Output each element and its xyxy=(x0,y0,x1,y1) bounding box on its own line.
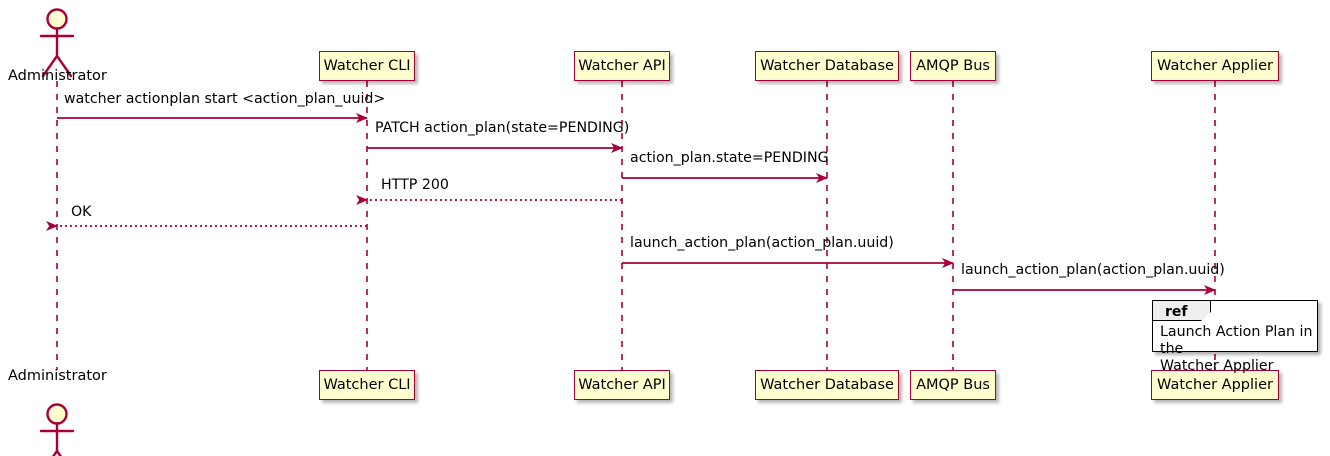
message-label-2: PATCH action_plan(state=PENDING) xyxy=(375,120,630,136)
message-label-3: action_plan.state=PENDING xyxy=(630,150,829,166)
message-label-7: launch_action_plan(action_plan.uuid) xyxy=(961,262,1225,278)
participant-watcher-applier-top[interactable]: Watcher Applier xyxy=(1151,51,1279,81)
actor-label-administrator-bottom: Administrator xyxy=(8,368,107,384)
participant-watcher-database-bottom[interactable]: Watcher Database xyxy=(755,370,899,400)
participant-watcher-api-top[interactable]: Watcher API xyxy=(574,51,670,81)
ref-fragment: ref Launch Action Plan in the Watcher Ap… xyxy=(1152,300,1318,374)
participant-watcher-cli-bottom[interactable]: Watcher CLI xyxy=(319,370,415,400)
message-arrows-group xyxy=(46,113,1216,295)
participant-amqp-bus-top[interactable]: AMQP Bus xyxy=(910,51,996,81)
participant-watcher-cli-top[interactable]: Watcher CLI xyxy=(319,51,415,81)
participant-watcher-applier-bottom[interactable]: Watcher Applier xyxy=(1151,370,1279,400)
ref-fragment-keyword: ref xyxy=(1165,304,1188,320)
message-label-4: HTTP 200 xyxy=(381,177,449,193)
message-label-6: launch_action_plan(action_plan.uuid) xyxy=(630,235,894,251)
ref-fragment-tab xyxy=(1153,301,1211,321)
actor-label-administrator-top: Administrator xyxy=(8,68,107,84)
participant-watcher-database-top[interactable]: Watcher Database xyxy=(755,51,899,81)
message-label-1: watcher actionplan start <action_plan_uu… xyxy=(64,91,386,107)
participant-amqp-bus-bottom[interactable]: AMQP Bus xyxy=(910,370,996,400)
actor-figure-top xyxy=(39,8,75,78)
message-label-5: OK xyxy=(71,204,92,220)
actor-figure-bottom xyxy=(39,403,75,456)
participant-watcher-api-bottom[interactable]: Watcher API xyxy=(574,370,670,400)
actor-figures-group xyxy=(39,8,75,456)
ref-fragment-text: Launch Action Plan in the Watcher Applie… xyxy=(1160,324,1313,374)
